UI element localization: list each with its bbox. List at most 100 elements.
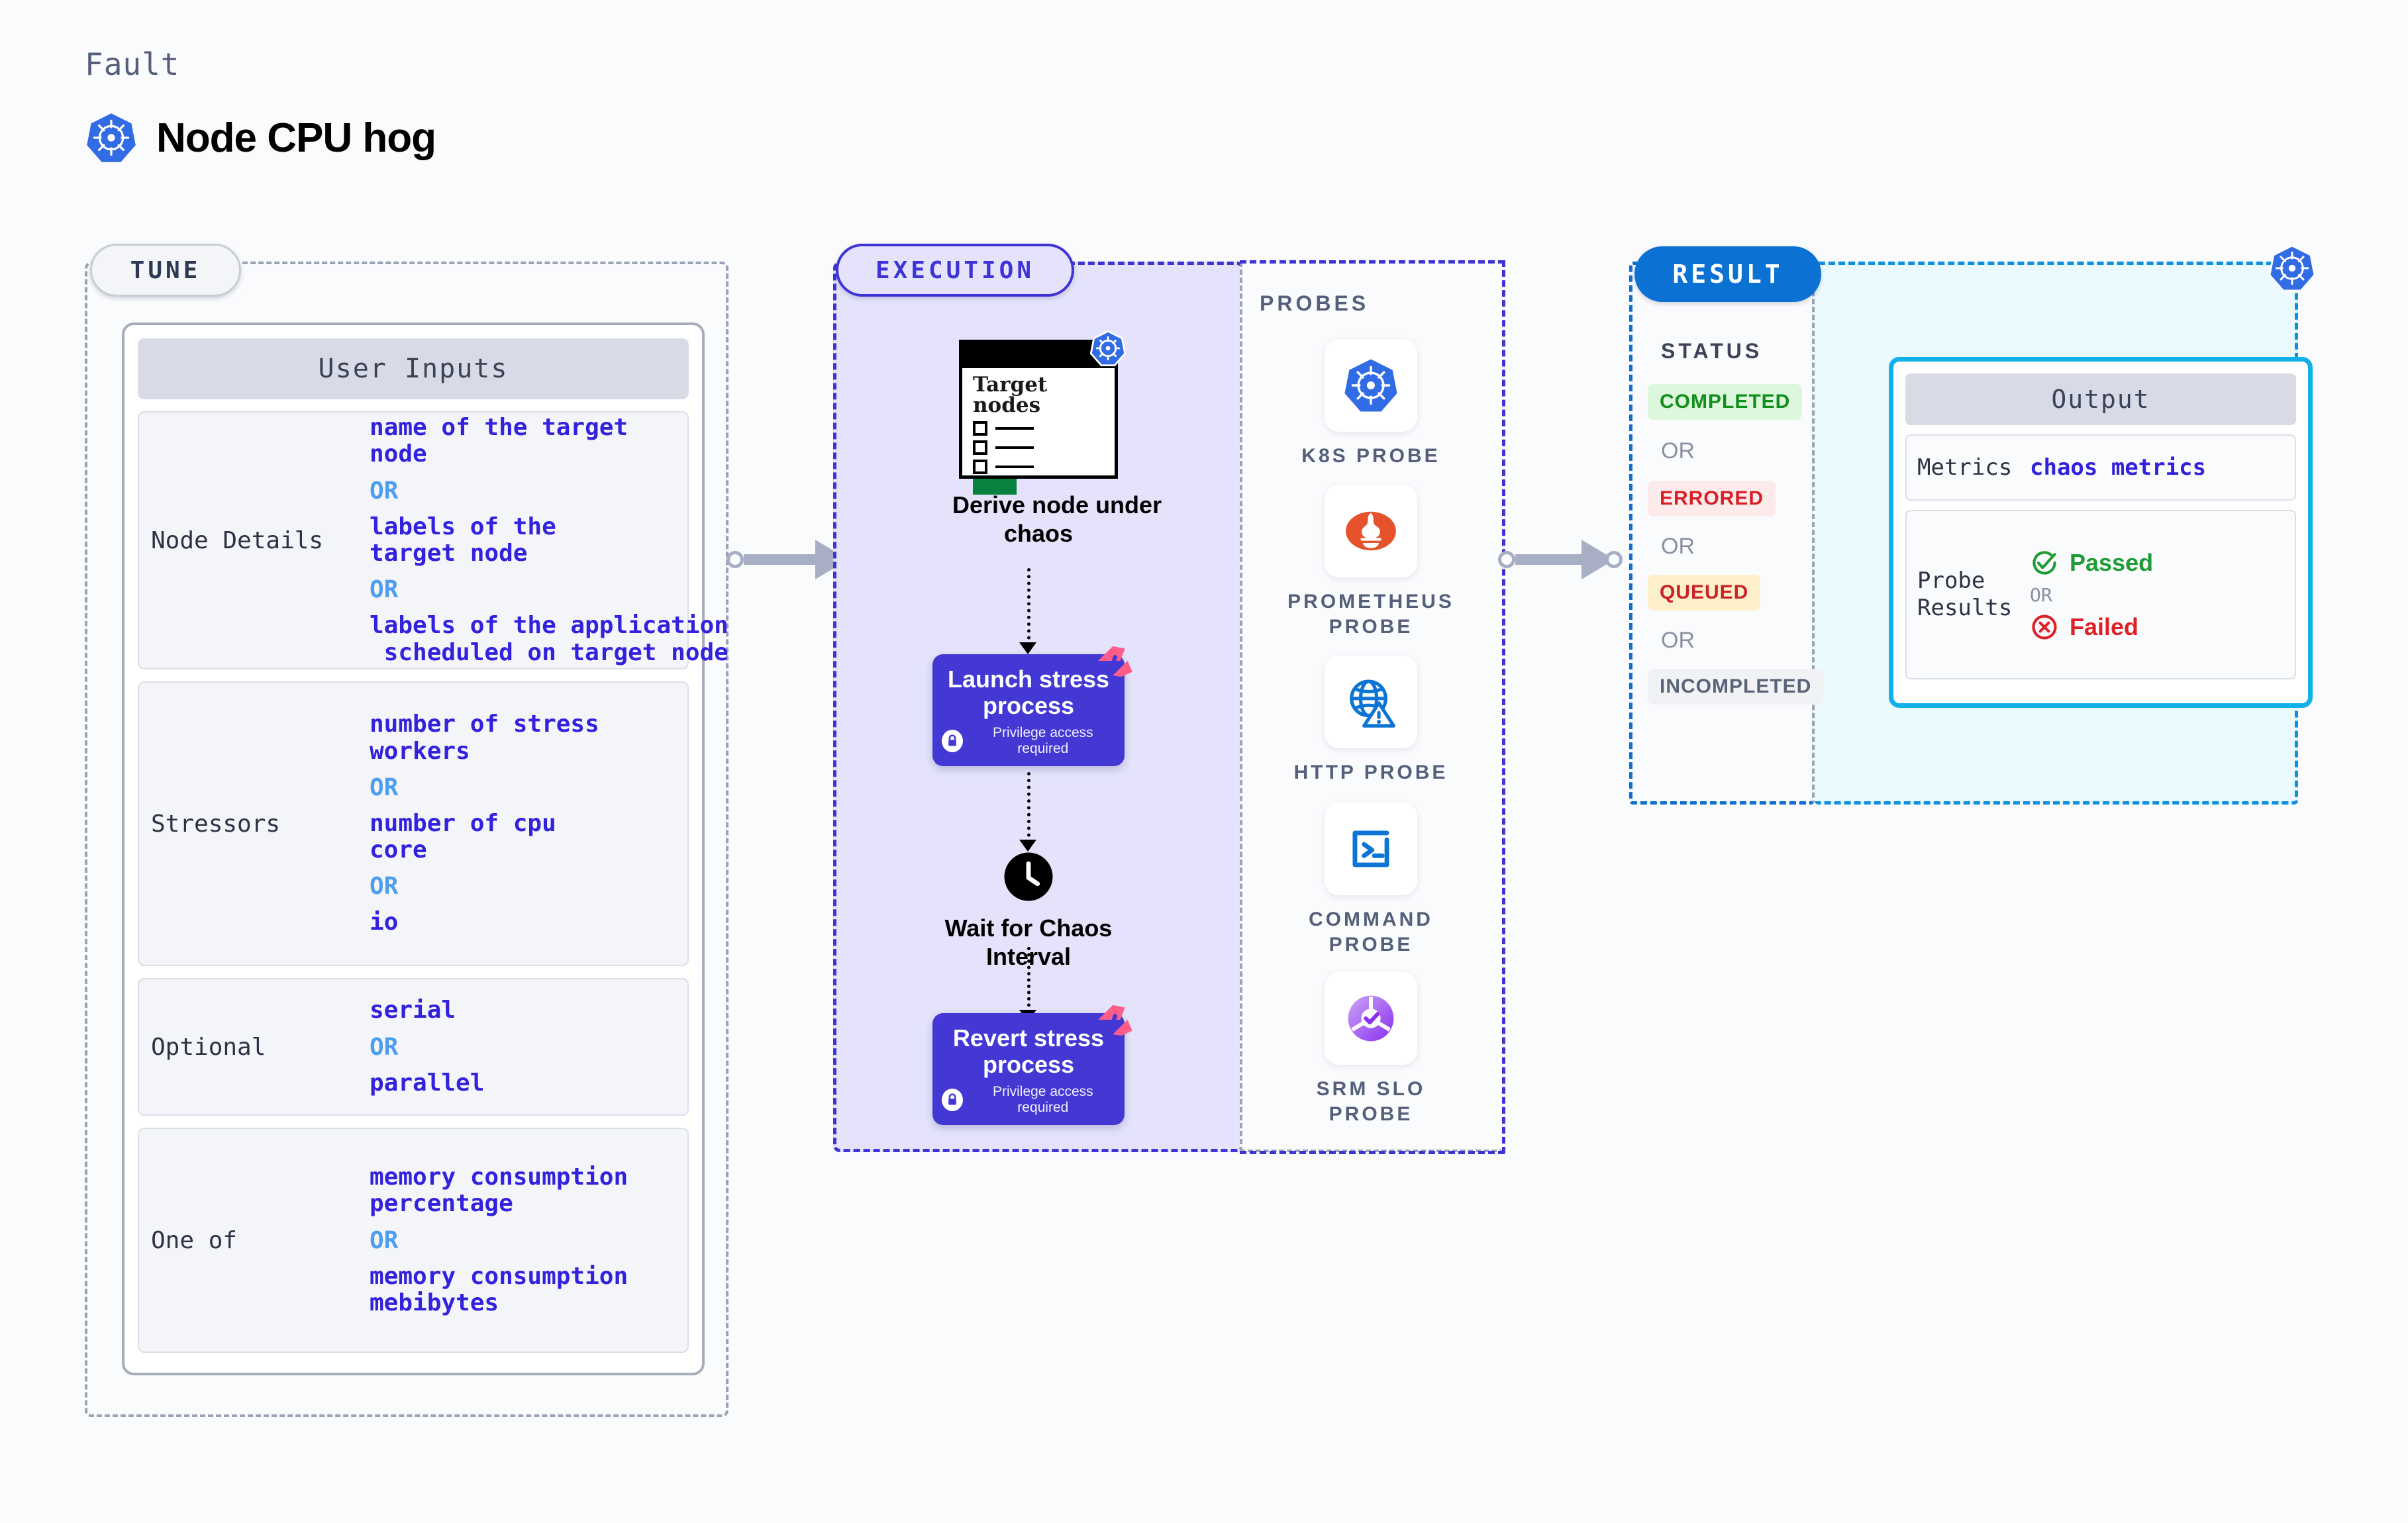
checkbox-icon [973, 460, 987, 474]
list-line [995, 466, 1034, 468]
lock-icon [942, 729, 963, 752]
tune-section-boundary [85, 262, 728, 1417]
lock-icon [942, 1088, 963, 1111]
probe-result-separator: OR [2030, 583, 2052, 606]
harness-icon [1098, 1005, 1132, 1036]
card-titlebar [962, 343, 1115, 368]
prometheus-icon [1346, 511, 1396, 551]
clock-icon [1004, 852, 1053, 901]
probe-result-pass-label: Passed [2070, 548, 2154, 576]
status-separator: OR [1661, 628, 1695, 653]
status-separator: OR [1661, 438, 1695, 464]
status-badge-incompleted: INCOMPLETED [1648, 669, 1824, 705]
checkbox-icon [973, 421, 987, 436]
connector-start-dot [727, 551, 744, 568]
status-badge-errored: ERRORED [1648, 481, 1776, 516]
x-circle-icon [2032, 614, 2057, 640]
probe-tile [1325, 656, 1417, 748]
kubernetes-icon [1089, 330, 1127, 367]
input-separator: OR [370, 477, 399, 505]
input-value: io [370, 909, 399, 936]
probe-tile [1325, 972, 1417, 1065]
flow-arrowhead-1 [1019, 642, 1036, 654]
output-row-label: Metrics [1917, 454, 2013, 481]
fault-title-row: Node CPU hog [85, 111, 436, 164]
list-item [973, 440, 1115, 455]
status-badge-completed: COMPLETED [1648, 384, 1803, 420]
user-inputs-title: User Inputs [138, 338, 689, 399]
input-separator: OR [370, 576, 399, 604]
kubernetes-icon [1344, 359, 1397, 412]
probe-result-fail-label: Failed [2070, 613, 2139, 640]
probe-tile [1325, 485, 1417, 577]
check-circle-icon [2032, 550, 2056, 575]
connector-start-dot [1498, 551, 1515, 568]
probe-k8s[interactable]: K8S PROBE [1285, 339, 1457, 469]
output-row-value: chaos metrics [2030, 454, 2207, 481]
flow-arrow-2 [1027, 772, 1030, 844]
probe-result-failed: Failed [2030, 613, 2153, 642]
input-value: parallel [370, 1069, 485, 1097]
probe-tile [1325, 339, 1417, 432]
fault-eyebrow: Fault [85, 46, 180, 82]
probe-http[interactable]: HTTP PROBE [1285, 656, 1457, 785]
input-separator: OR [370, 1033, 399, 1061]
privilege-note: Privilege access required [942, 725, 1115, 757]
flow-arrowhead-2 [1019, 840, 1036, 852]
connector-end-dot [1605, 551, 1623, 568]
harness-icon [1098, 646, 1132, 677]
input-value: serial [370, 997, 456, 1024]
privilege-note: Privilege access required [942, 1084, 1115, 1116]
execution-section-pill: EXECUTION [836, 244, 1074, 297]
probe-tile [1325, 803, 1417, 895]
input-group-optional: Optional serial OR parallel [138, 978, 689, 1116]
flow-arrow-1 [1027, 568, 1030, 646]
terminal-icon [1352, 830, 1389, 867]
input-separator: OR [370, 1226, 399, 1254]
checkbox-icon [973, 440, 987, 455]
globe-warning-icon [1350, 679, 1395, 728]
probes-boundary-top [1240, 260, 1505, 264]
tune-section-pill: TUNE [90, 244, 241, 297]
status-separator: OR [1661, 534, 1695, 559]
status-badge-queued: QUEUED [1648, 575, 1761, 611]
page-title: Node CPU hog [156, 115, 436, 161]
probe-result-passed: Passed [2030, 548, 2153, 577]
target-nodes-list [962, 416, 1115, 474]
probe-label: K8S PROBE [1301, 445, 1440, 467]
list-item [973, 460, 1115, 474]
input-group-label: Optional [151, 1033, 266, 1061]
user-inputs-card: User Inputs Node Details name of the tar… [122, 322, 728, 1375]
srm-slo-icon [1348, 995, 1394, 1042]
input-separator: OR [370, 873, 399, 901]
kubernetes-icon [87, 113, 136, 162]
input-group-label: One of [151, 1226, 238, 1254]
privilege-text: Privilege access required [992, 724, 1093, 756]
connector-shaft [744, 554, 815, 565]
kubernetes-icon [2268, 244, 2316, 292]
output-row-metrics: Metrics chaos metrics [1905, 434, 2296, 501]
input-value: labels of the application scheduled on t… [370, 612, 728, 666]
